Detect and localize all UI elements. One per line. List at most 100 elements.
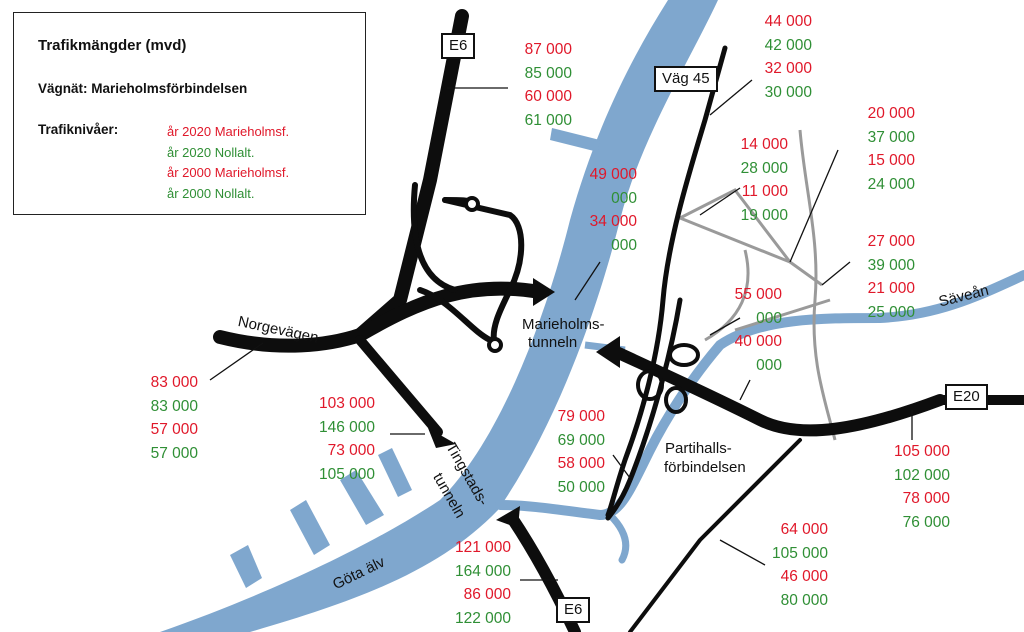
traffic-count: 11 000 [741,183,788,201]
tunnel-arrow-west [596,336,620,368]
traffic-count: 37 000 [867,128,915,146]
leader-lines [209,79,913,581]
traffic-count: 000 [756,309,782,327]
count-local-2: 20 000 37 000 15 000 24 000 [853,102,915,196]
traffic-count: 105 000 [893,443,950,460]
traffic-count: 69 000 [557,431,605,449]
traffic-count: 42 000 [764,36,812,54]
count-local-3: 27 000 39 000 21 000 25 000 [853,230,915,324]
traffic-count: 20 000 [867,105,915,122]
harbour-pier [290,500,330,555]
savean-river [495,270,1024,520]
legend-levels-label: Trafiknivåer: [38,122,119,137]
harbour-pier [378,448,412,497]
traffic-count: 34 000 [589,213,637,231]
count-bridge: 49 000 000 34 000 000 [575,163,637,257]
legend-item: år 2000 Marieholmsf. [167,165,290,180]
count-local-1: 14 000 28 000 11 000 19 000 [726,133,788,227]
traffic-count: 83 000 [150,374,198,391]
traffic-count: 24 000 [867,175,915,193]
interchange-loops [636,343,700,414]
traffic-count: 78 000 [902,490,950,508]
traffic-count: 146 000 [318,418,375,436]
legend-items: år 2020 Marieholmsf. år 2020 Nollalt. år… [167,122,289,204]
main-roads [213,9,1024,632]
traffic-count: 57 000 [150,444,198,462]
harbour-pier [230,545,262,588]
vag45-shield: Väg 45 [654,66,718,92]
traffic-count: 000 [611,236,637,254]
harbour-pier [340,470,384,525]
legend-box: Trafikmängder (mvd) Vägnät: Marieholmsfö… [13,12,366,215]
traffic-count: 50 000 [557,478,605,496]
traffic-count: 28 000 [740,159,788,177]
traffic-count: 15 000 [867,152,915,170]
count-norgevagen: 83 000 83 000 57 000 57 000 [136,371,198,465]
traffic-count: 21 000 [867,280,915,298]
traffic-count: 57 000 [150,421,198,439]
legend-item: år 2020 Marieholmsf. [167,124,290,139]
local-roads [679,129,837,441]
traffic-count: 000 [611,189,637,207]
legend-item: år 2000 Nollalt. [167,185,255,201]
traffic-count: 164 000 [454,562,511,580]
e6-south-arrow [496,506,520,528]
traffic-count: 39 000 [867,256,915,274]
traffic-count: 40 000 [734,333,782,351]
traffic-count: 64 000 [780,521,828,538]
partihalls-label-1: Partihalls- [665,440,732,457]
traffic-count: 87 000 [524,41,572,58]
legend-title: Trafikmängder (mvd) [38,37,187,54]
count-e20: 105 000 102 000 78 000 76 000 [880,440,950,534]
traffic-count: 30 000 [764,83,812,101]
traffic-count: 122 000 [454,609,511,627]
marieholms-label-2: tunneln [528,334,578,351]
count-e6-north: 87 000 85 000 60 000 61 000 [510,38,572,132]
traffic-count: 86 000 [463,586,511,604]
traffic-count: 61 000 [524,111,572,129]
traffic-count: 55 000 [734,286,782,303]
e6-south-shield: E6 [556,597,591,623]
traffic-count: 105 000 [318,465,375,483]
traffic-count: 83 000 [150,397,198,415]
traffic-count: 27 000 [867,233,915,250]
savean-branch [606,511,630,564]
traffic-count: 49 000 [589,166,637,183]
traffic-count: 19 000 [740,206,788,224]
e20-shield: E20 [945,384,988,410]
traffic-count: 102 000 [893,466,950,484]
traffic-count: 000 [756,356,782,374]
traffic-count: 60 000 [524,88,572,106]
gota-alv-river [160,0,718,632]
traffic-count: 44 000 [764,13,812,30]
traffic-count: 80 000 [780,591,828,609]
traffic-count: 32 000 [764,60,812,78]
traffic-count: 73 000 [327,442,375,460]
traffic-count: 121 000 [454,539,511,556]
legend-network: Vägnät: Marieholmsförbindelsen [38,81,248,96]
partihalls-label-2: förbindelsen [664,459,746,476]
legend-item: år 2020 Nollalt. [167,144,255,160]
roundabout [487,337,503,353]
roundabout [464,196,480,212]
count-e6-south: 121 000 164 000 86 000 122 000 [441,536,511,630]
e6-north-shield: E6 [441,33,476,59]
traffic-count: 46 000 [780,568,828,586]
traffic-count: 105 000 [771,544,828,562]
traffic-count: 14 000 [740,136,788,153]
traffic-count: 58 000 [557,455,605,473]
harbour-pier [550,128,600,152]
tingstad-arrow [428,428,456,448]
count-tingstad-north: 103 000 146 000 73 000 105 000 [305,392,375,486]
traffic-count: 25 000 [867,303,915,321]
count-marieholm-east: 55 000 000 40 000 000 [720,283,782,377]
count-vag45: 44 000 42 000 32 000 30 000 [750,10,812,104]
tunnel-arrow-east [533,278,555,306]
marieholms-label-1: Marieholms- [522,316,605,333]
traffic-count: 76 000 [902,513,950,531]
traffic-count: 85 000 [524,64,572,82]
count-southeast: 64 000 105 000 46 000 80 000 [758,518,828,612]
traffic-count: 103 000 [318,395,375,412]
